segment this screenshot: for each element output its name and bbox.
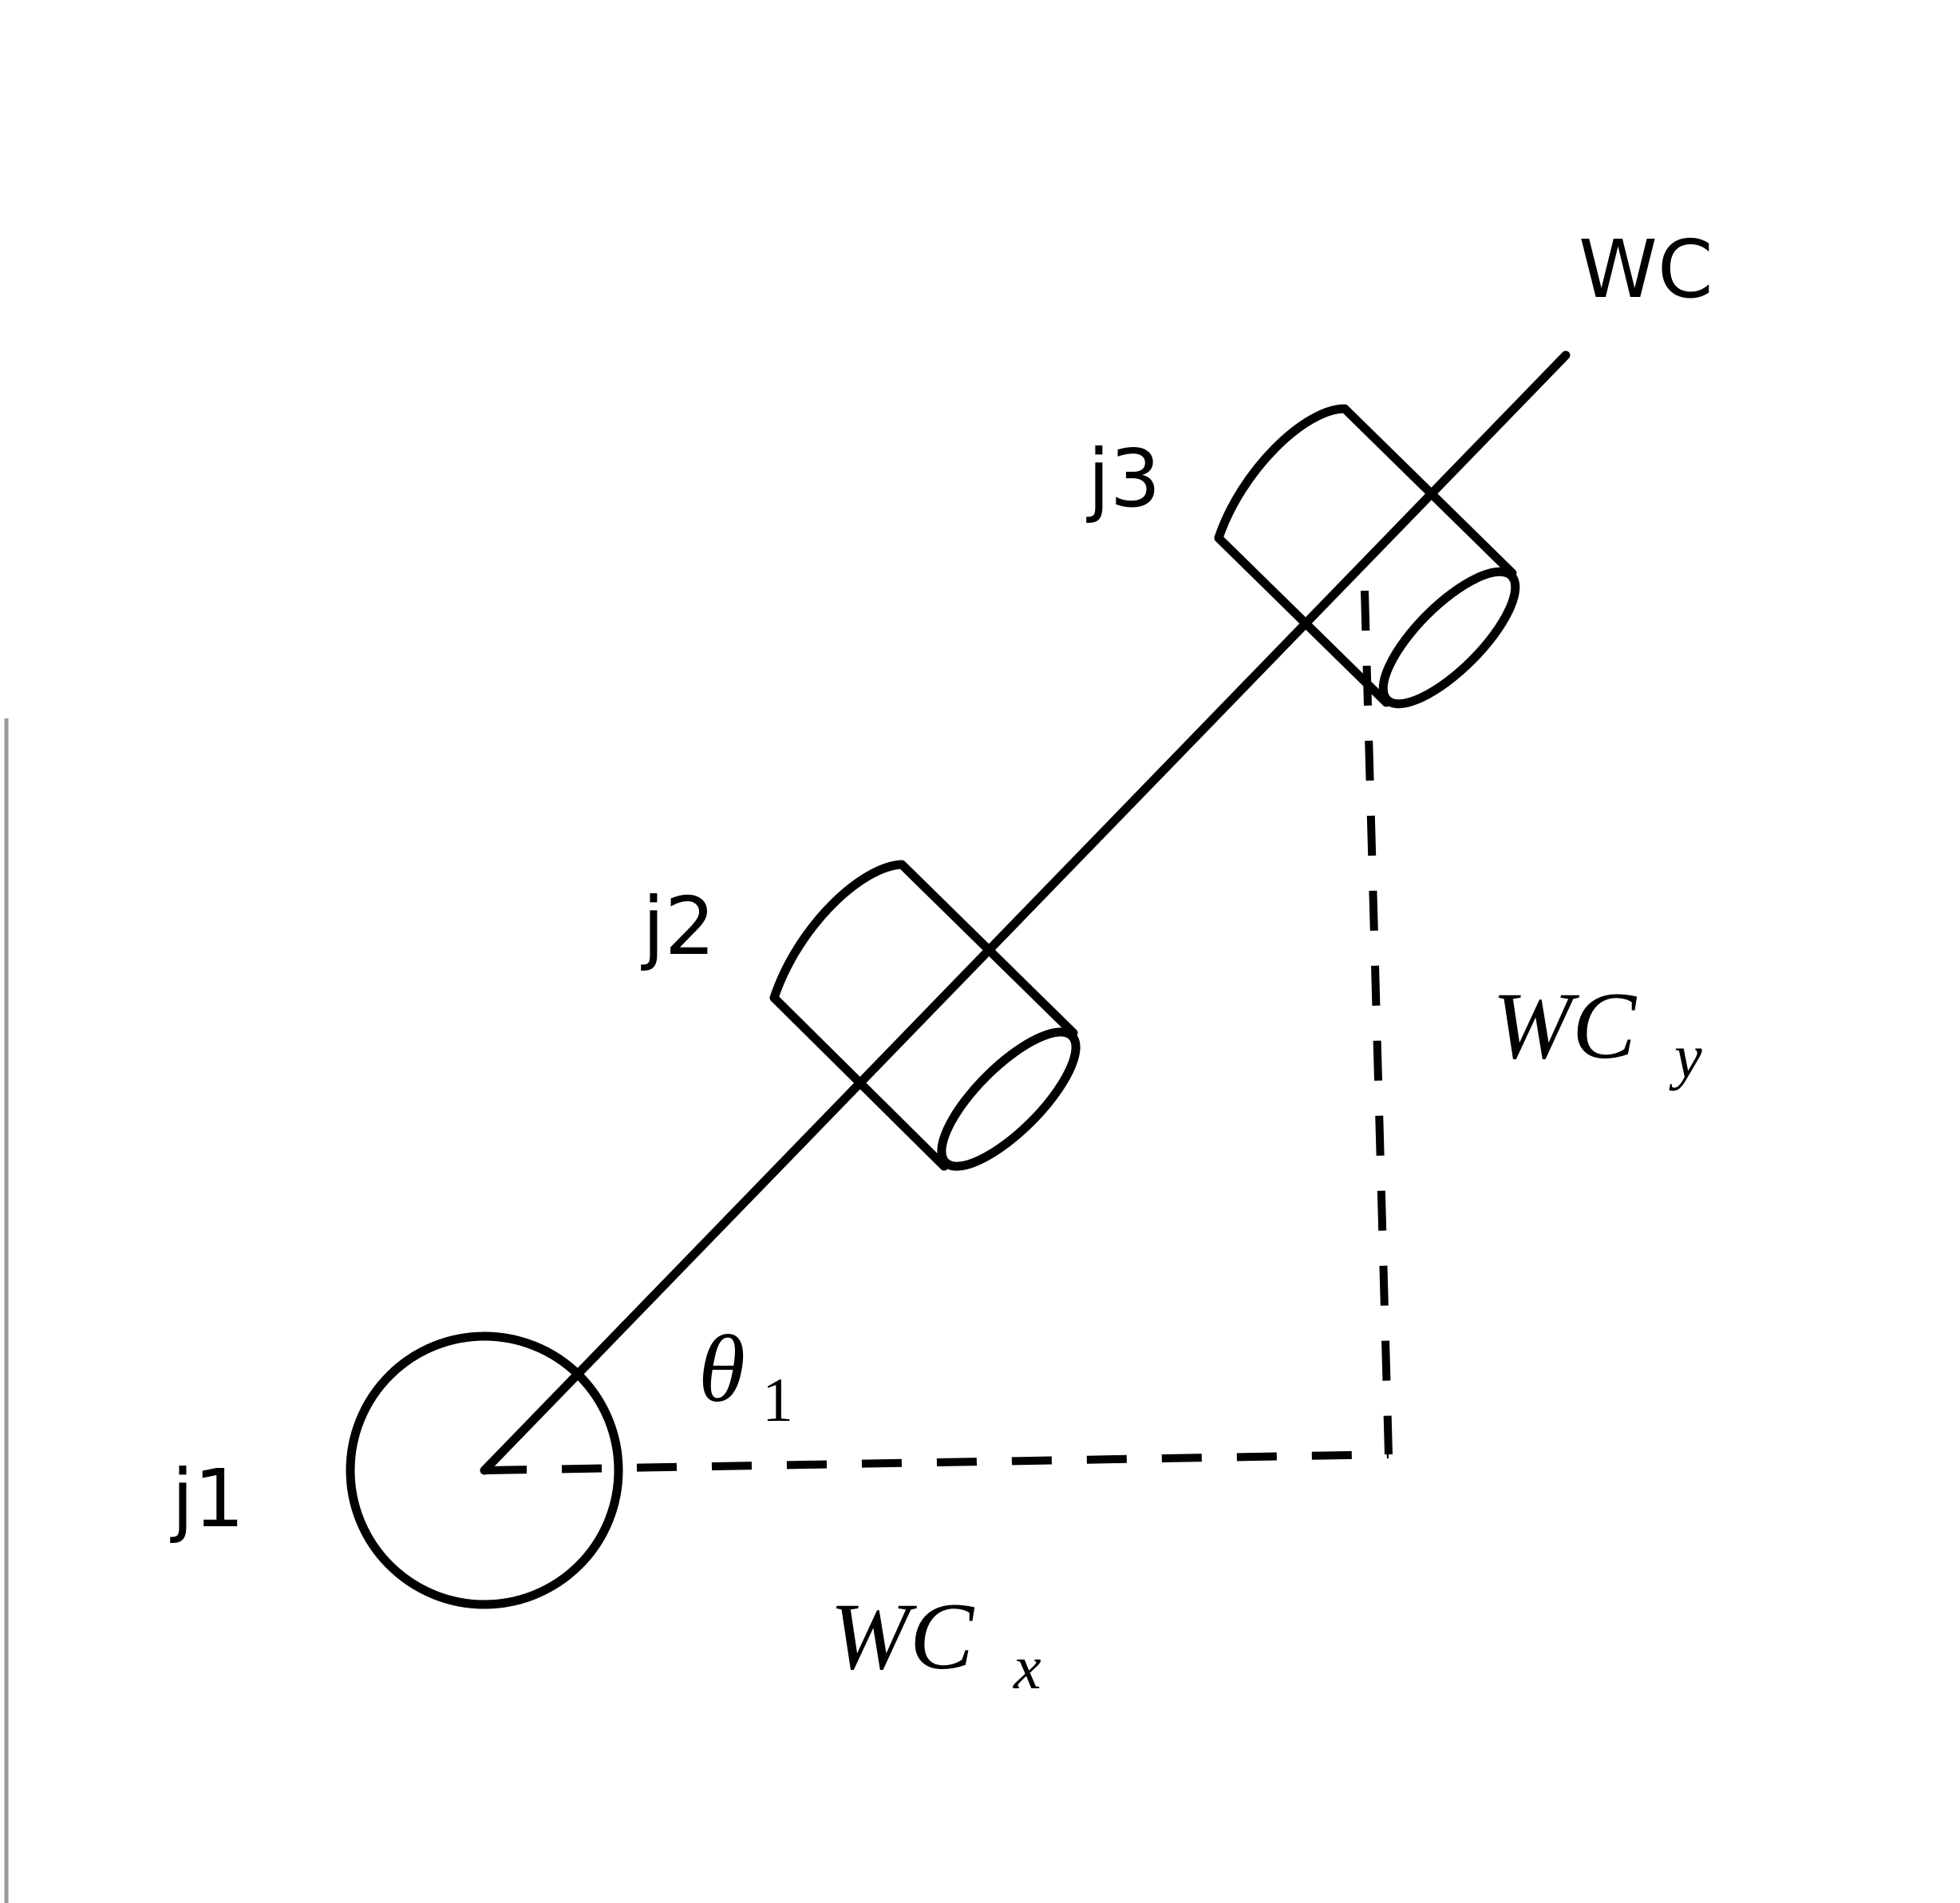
label-j1: j1 xyxy=(170,1452,244,1545)
svg-text:1: 1 xyxy=(762,1365,793,1434)
joint-j3-cylinder xyxy=(1214,404,1520,709)
joint-j1-circle xyxy=(346,1331,623,1609)
wcx-dashed-line xyxy=(486,1450,1389,1474)
label-wc-x: WC x xyxy=(830,1583,1041,1702)
label-j3: j3 xyxy=(1086,432,1160,525)
wcy-dashed-line xyxy=(1361,590,1393,1455)
joint-j2-cylinder xyxy=(769,860,1081,1171)
svg-text:WC: WC xyxy=(830,1583,975,1689)
svg-text:y: y xyxy=(1669,1022,1702,1091)
label-wc-y: WC y xyxy=(1492,972,1702,1091)
svg-text:WC: WC xyxy=(1492,972,1638,1078)
svg-text:θ: θ xyxy=(698,1315,745,1422)
svg-text:x: x xyxy=(1013,1632,1041,1702)
label-j2: j2 xyxy=(641,880,715,973)
label-theta-1: θ 1 xyxy=(698,1315,793,1434)
label-wc: WC xyxy=(1579,223,1713,316)
arm-link xyxy=(480,350,1571,1475)
